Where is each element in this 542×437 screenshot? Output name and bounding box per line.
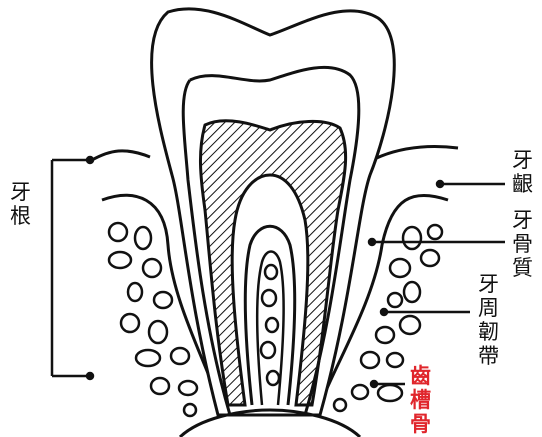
label-cementum: 牙 骨 質: [512, 208, 533, 280]
label-cementum-char-3: 質: [512, 256, 533, 280]
label-cementum-char-2: 骨: [512, 232, 533, 256]
label-pdl-char-2: 周: [478, 296, 499, 320]
label-alveolar-bone: 齒 槽 骨: [410, 364, 431, 436]
bone-ovals-left: [109, 223, 197, 416]
label-gingiva-char-1: 牙: [512, 148, 533, 172]
label-root-char-1: 牙: [10, 180, 31, 204]
root-bracket: [52, 157, 93, 379]
root-canal: [245, 226, 295, 405]
label-root: 牙 根: [10, 180, 31, 228]
label-pdl-char-4: 帶: [478, 344, 499, 368]
label-gingiva-char-2: 齦: [512, 172, 533, 196]
label-cementum-char-1: 牙: [512, 208, 533, 232]
label-periodontal-ligament: 牙 周 韌 帶: [478, 272, 499, 368]
label-alveolar-char-1: 齒: [410, 364, 431, 388]
label-root-char-2: 根: [10, 204, 31, 228]
label-pdl-char-1: 牙: [478, 272, 499, 296]
label-pdl-char-3: 韌: [478, 320, 499, 344]
label-alveolar-char-2: 槽: [410, 388, 431, 412]
label-gingiva: 牙 齦: [512, 148, 533, 196]
label-alveolar-char-3: 骨: [410, 412, 431, 436]
